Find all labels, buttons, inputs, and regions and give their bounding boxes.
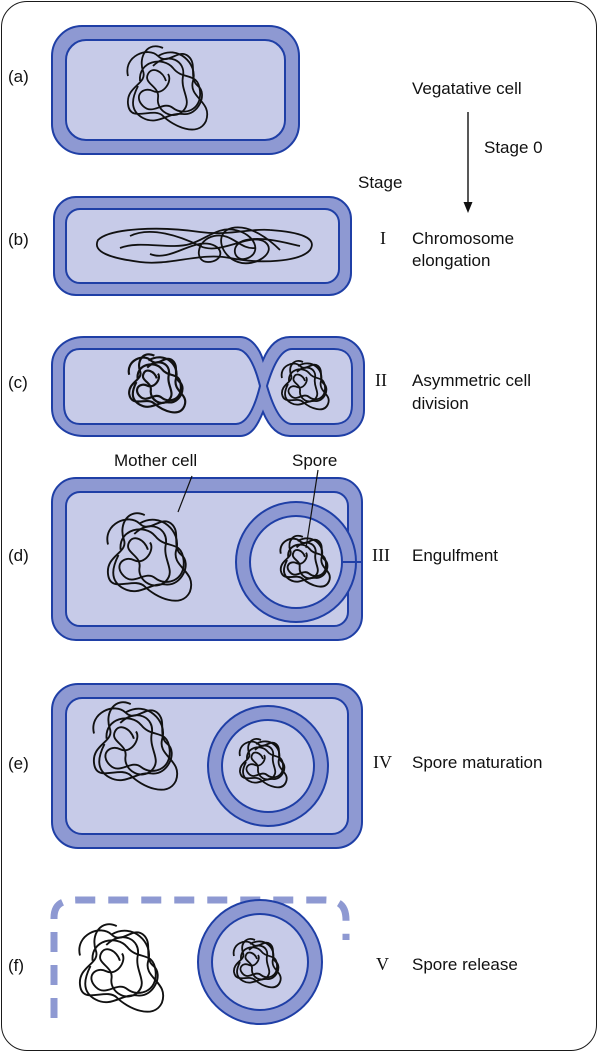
panel-c-numeral: II bbox=[375, 370, 387, 390]
panel-c-desc-2: division bbox=[412, 394, 469, 413]
panel-b-numeral: I bbox=[380, 228, 386, 248]
cell-c-division bbox=[51, 336, 365, 437]
cell-b-elongation bbox=[53, 196, 352, 296]
stage0-label: Stage 0 bbox=[484, 138, 543, 157]
cell-e-maturation bbox=[51, 683, 363, 849]
cell-a-vegetative bbox=[51, 25, 300, 155]
spore-label: Spore bbox=[292, 451, 337, 470]
panel-f-numeral: V bbox=[376, 954, 389, 974]
panel-d-numeral: III bbox=[372, 545, 390, 565]
panel-b-letter: (b) bbox=[8, 230, 29, 249]
panel-e-numeral: IV bbox=[373, 752, 392, 772]
panel-e-desc-1: Spore maturation bbox=[412, 753, 542, 772]
panel-b-desc-1: Chromosome bbox=[412, 229, 514, 248]
panel-d-letter: (d) bbox=[8, 546, 29, 565]
mother-cell-label: Mother cell bbox=[114, 451, 197, 470]
panel-c-letter: (c) bbox=[8, 373, 28, 392]
stage-header: Stage bbox=[358, 173, 402, 192]
vegetative-label: Vegatative cell bbox=[412, 79, 522, 98]
panel-e-letter: (e) bbox=[8, 754, 29, 773]
elongated-chromosome bbox=[95, 226, 313, 265]
panel-b-desc-2: elongation bbox=[412, 251, 490, 270]
panel-a-letter: (a) bbox=[8, 67, 29, 86]
panel-c-desc-1: Asymmetric cell bbox=[412, 371, 531, 390]
stage0-arrow bbox=[463, 112, 473, 213]
cell-d-engulfment bbox=[51, 469, 363, 641]
cell-f-release bbox=[50, 896, 350, 1025]
panel-f-letter: (f) bbox=[8, 956, 24, 975]
panel-d-desc-1: Engulfment bbox=[412, 546, 498, 565]
panel-f-desc-1: Spore release bbox=[412, 955, 518, 974]
